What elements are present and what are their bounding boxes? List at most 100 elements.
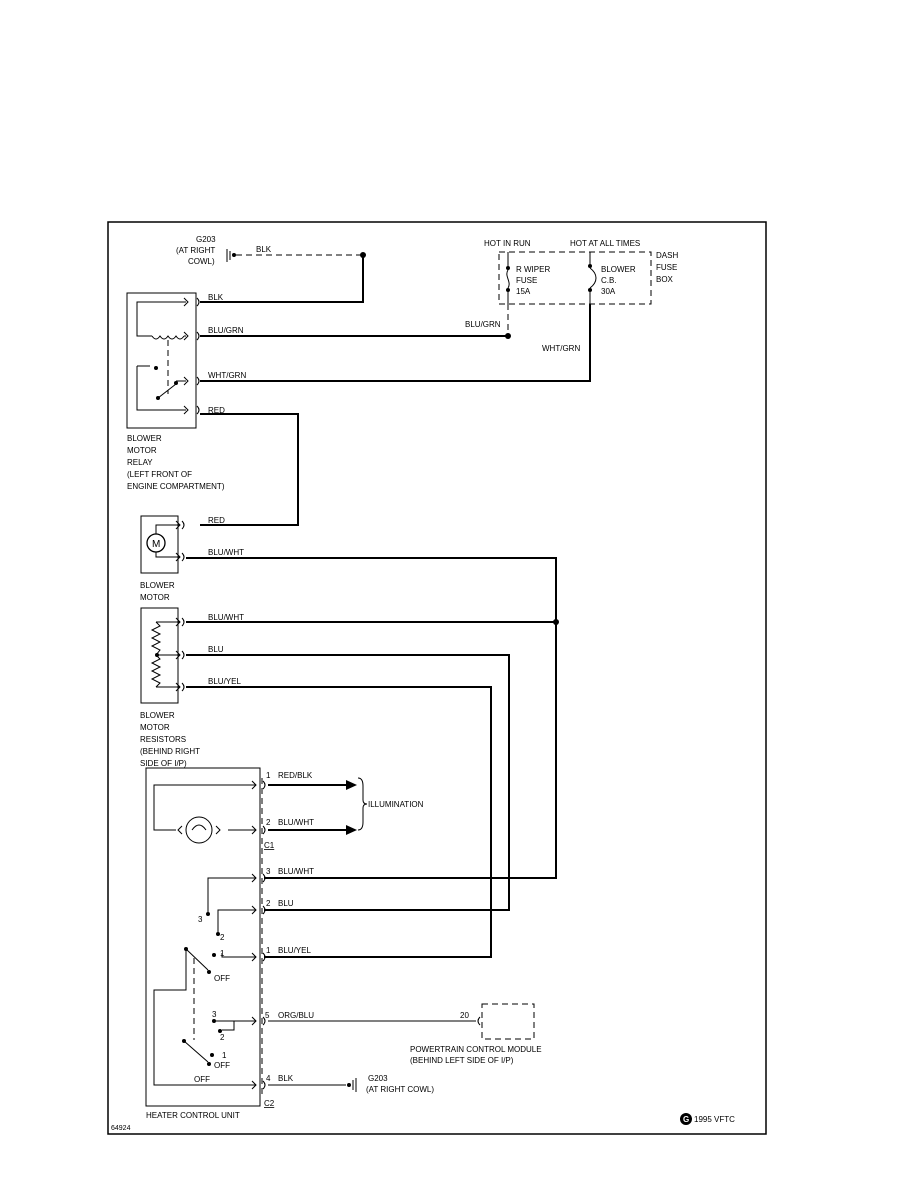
wiper-fuse-label-2: FUSE xyxy=(516,276,537,285)
wire-blu-grn-fuse-label: BLU/GRN xyxy=(465,320,501,329)
blower-cb-bottom-dot xyxy=(588,288,592,292)
wire-motor-red-label: RED xyxy=(208,516,225,525)
hcu-c1-pin-arrows xyxy=(251,780,257,835)
fan-switch-wiring xyxy=(207,877,256,958)
relay-label-4: (LEFT FRONT OF xyxy=(127,470,192,479)
wiper-fuse-label-3: 15A xyxy=(516,287,531,296)
relay-nc-contact xyxy=(154,366,158,370)
wire-wht-grn-fuse-label: WHT/GRN xyxy=(542,344,580,353)
pcm-switch-wiring xyxy=(216,1020,256,1031)
c2-connector-marks xyxy=(262,873,266,1090)
c1-pin-1: 1 xyxy=(266,771,271,780)
off-upper-label: OFF xyxy=(214,974,230,983)
ground-top-loc1: (AT RIGHT xyxy=(176,246,215,255)
resistor-wiring xyxy=(156,621,180,688)
wire-wht-grn-fuse-out xyxy=(200,304,591,382)
blower-motor-resistors: BLOWER MOTOR RESISTORS (BEHIND RIGHT SID… xyxy=(140,607,200,768)
off-lower-label: OFF xyxy=(214,1061,230,1070)
relay-connector-marks xyxy=(196,297,200,415)
wire-res-blu-wht-label: BLU/WHT xyxy=(208,613,244,622)
relay-switch-frame xyxy=(136,365,186,411)
fan-switch-contact-2 xyxy=(216,932,220,936)
relay-no-contact xyxy=(174,381,178,385)
relay-box xyxy=(126,292,197,429)
relay-switch-arm xyxy=(157,383,177,399)
c1-connector-marks xyxy=(262,780,266,835)
wire-res-blu xyxy=(186,654,510,911)
illum-bulb xyxy=(185,816,213,844)
ground-top-id: G203 xyxy=(196,235,216,244)
resistor-zigzag-upper xyxy=(150,621,162,656)
hot-in-run-label: HOT IN RUN xyxy=(484,239,531,248)
pcm-box xyxy=(481,1003,535,1040)
blower-motor-relay: BLOWER MOTOR RELAY (LEFT FRONT OF ENGINE… xyxy=(126,292,225,491)
wire-red-blk-arrow xyxy=(346,780,357,790)
copyright-symbol: G xyxy=(683,1115,689,1124)
c2-pin-1: 1 xyxy=(266,946,271,955)
ground-bottom-dot xyxy=(347,1083,351,1087)
fan-switch-contact-3 xyxy=(206,912,210,916)
pcm-connector-mark xyxy=(477,1016,481,1026)
pcm-switch-contact-2 xyxy=(218,1029,222,1033)
ground-top-dot xyxy=(232,253,236,257)
relay-coil-wiring xyxy=(136,301,186,337)
motor-label-2: MOTOR xyxy=(140,593,170,602)
c2-pin3-wire-label: BLU/WHT xyxy=(278,867,314,876)
motor-pin-arrows xyxy=(175,520,181,562)
dash-fuse-box: HOT IN RUN HOT AT ALL TIMES DASH FUSE BO… xyxy=(484,239,678,305)
wire-res-blu-yel-label: BLU/YEL xyxy=(208,677,241,686)
hcu-label: HEATER CONTROL UNIT xyxy=(146,1111,240,1120)
motor-label-1: BLOWER xyxy=(140,581,175,590)
resistors-label-4: (BEHIND RIGHT xyxy=(140,747,200,756)
fuse-box-outline xyxy=(498,251,652,305)
motor-wiring xyxy=(155,524,180,558)
resistors-label-2: MOTOR xyxy=(140,723,170,732)
resistor-pin-arrows xyxy=(175,617,181,692)
wire-blk-ground-label: BLK xyxy=(256,245,272,254)
blower-cb-label-3: 30A xyxy=(601,287,616,296)
resistors-label-3: RESISTORS xyxy=(140,735,186,744)
wiper-fuse-top-dot xyxy=(506,266,510,270)
c2-pin5-wire-label: ORG/BLU xyxy=(278,1011,314,1020)
heater-control-unit: 3 2 1 OFF 3 2 1 OFF OFF HEATER CONTROL U… xyxy=(145,767,263,1120)
c2-pin-3: 3 xyxy=(266,867,271,876)
c2-pin2-wire-label: BLU xyxy=(278,899,294,908)
off-bottom-label: OFF xyxy=(194,1075,210,1084)
blower-cb-label-2: C.B. xyxy=(601,276,617,285)
relay-label-5: ENGINE COMPARTMENT) xyxy=(127,482,225,491)
relay-pin-arrows xyxy=(183,297,189,415)
blower-cb-top-dot xyxy=(588,264,592,268)
fuse-box-label-3: BOX xyxy=(656,275,674,284)
connector-c1-label: C1 xyxy=(264,841,275,850)
c2-pin-2: 2 xyxy=(266,899,271,908)
wire-res-blu-yel xyxy=(186,686,492,958)
c2-pin-4: 4 xyxy=(266,1074,271,1083)
figure-code: 64924 xyxy=(111,1125,131,1132)
diagram-frame xyxy=(107,221,767,1135)
relay-label-3: RELAY xyxy=(127,458,153,467)
wire-blk-drop xyxy=(200,255,364,303)
pcm-switch-arm xyxy=(183,1040,209,1063)
wire-relay-blu-grn-label: BLU/GRN xyxy=(208,326,244,335)
pcm-switch-pos-3: 3 xyxy=(212,1010,217,1019)
ground-top-loc2: COWL) xyxy=(188,257,215,266)
wire-relay-red-label: RED xyxy=(208,406,225,415)
wiper-fuse-label-1: R WIPER xyxy=(516,265,550,274)
powertrain-control-module: 20 POWERTRAIN CONTROL MODULE (BEHIND LEF… xyxy=(410,1003,542,1065)
fuse-box-label-2: FUSE xyxy=(656,263,677,272)
ground-g203-bottom: G203 (AT RIGHT COWL) xyxy=(347,1074,434,1094)
resistors-label-5: SIDE OF I/P) xyxy=(140,759,187,768)
illum-wiring xyxy=(153,784,256,831)
connector-c2-label: C2 xyxy=(264,1099,275,1108)
c1-pin-2: 2 xyxy=(266,818,271,827)
wire-relay-wht-grn-label: WHT/GRN xyxy=(208,371,246,380)
fan-switch-contact-1 xyxy=(212,953,216,957)
fan-switch-arm xyxy=(185,948,209,971)
c2-pin1-wire-label: BLU/YEL xyxy=(278,946,311,955)
c1-pin1-wire-label: RED/BLK xyxy=(278,771,313,780)
pcm-label-2: (BEHIND LEFT SIDE OF I/P) xyxy=(410,1056,514,1065)
fan-switch-pos-3: 3 xyxy=(198,915,203,924)
copyright-badge xyxy=(680,1113,692,1125)
fan-switch-pos-1: 1 xyxy=(220,949,225,958)
illumination-label: ILLUMINATION xyxy=(368,800,424,809)
